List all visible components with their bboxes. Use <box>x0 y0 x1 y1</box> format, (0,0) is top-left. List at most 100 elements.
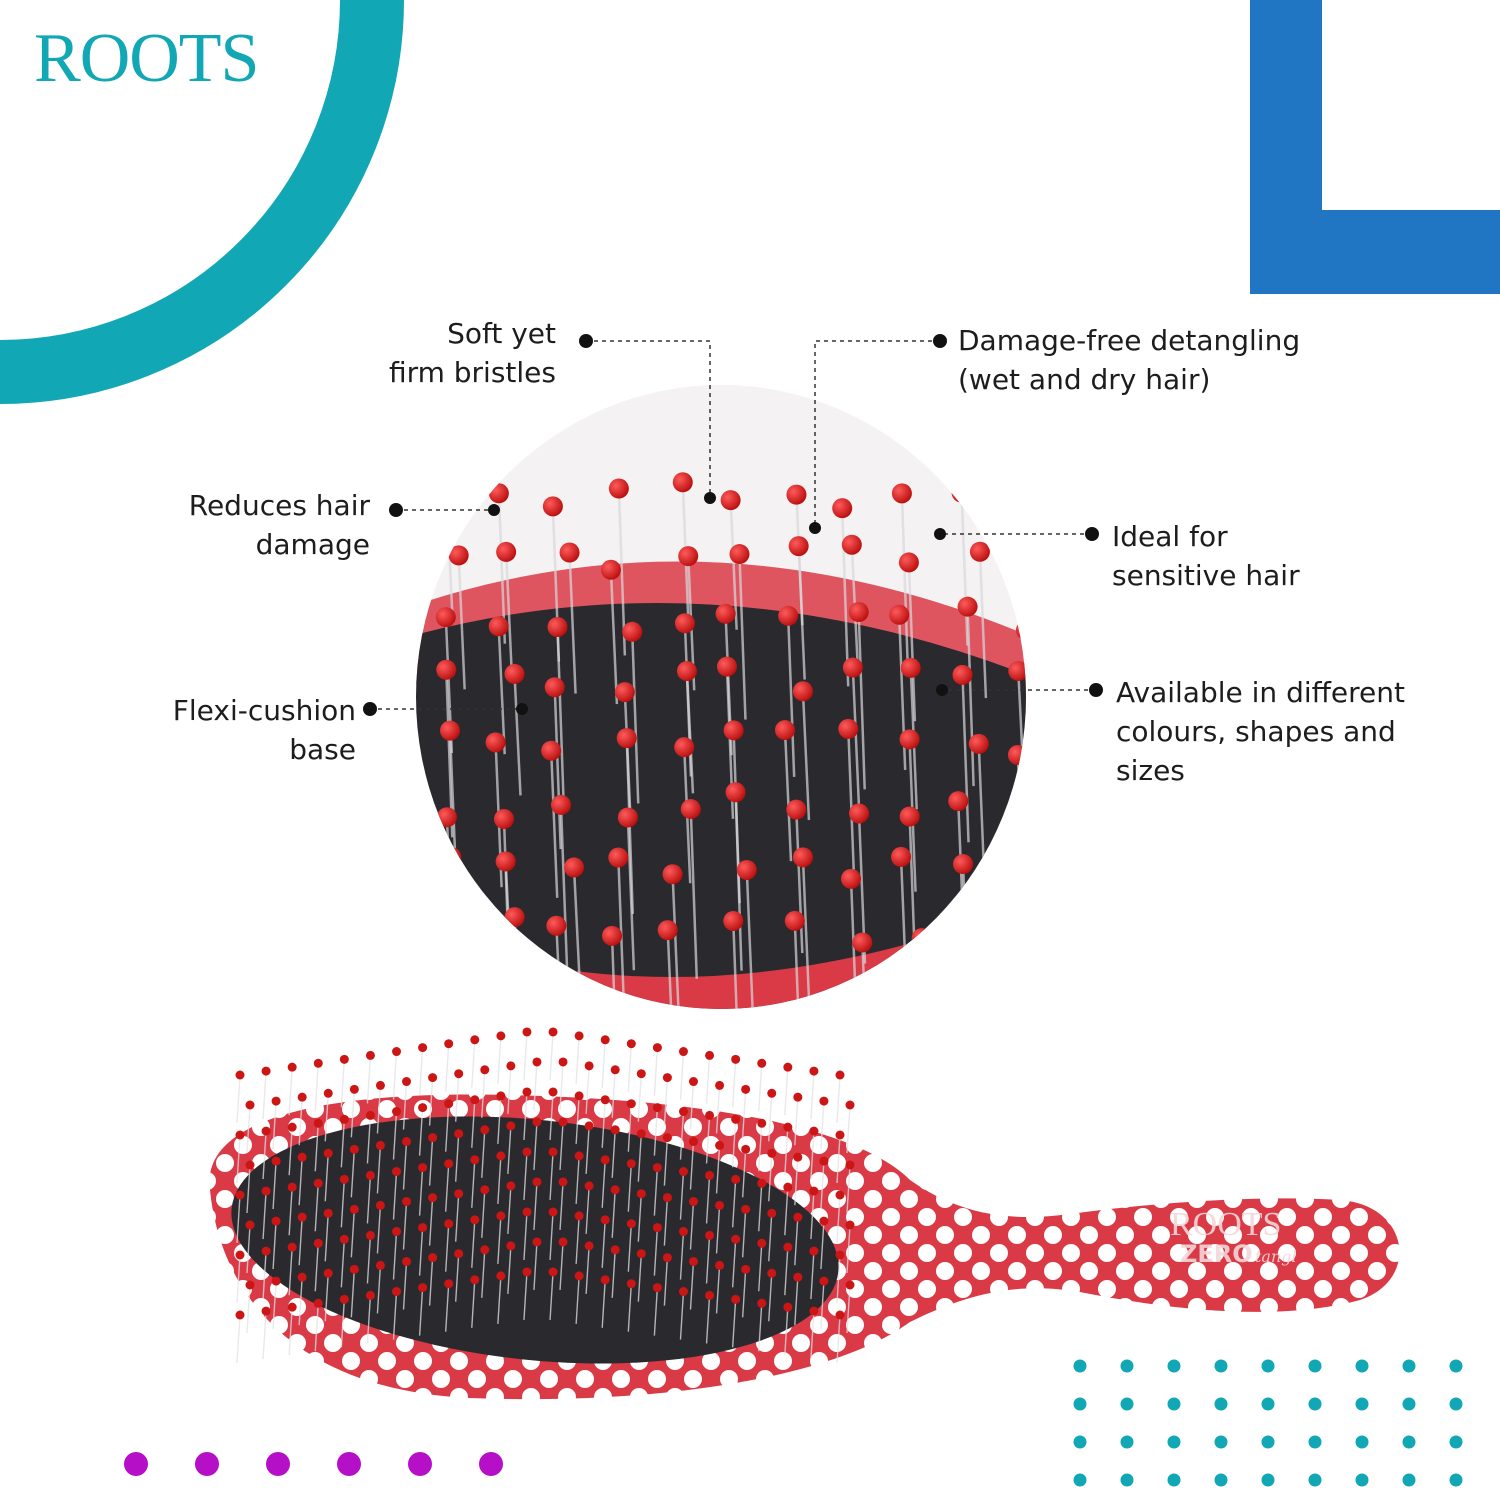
bristle-stem <box>627 1163 633 1212</box>
bristle-stem <box>784 1187 789 1236</box>
bristle-stem <box>731 1299 737 1348</box>
bristle-stem <box>966 606 975 787</box>
bristle-tip <box>757 1238 767 1248</box>
teal-dot <box>1120 1473 1134 1487</box>
bristle-tip <box>731 1234 741 1244</box>
teal-dot <box>1449 1359 1463 1373</box>
bristle-stem <box>523 1211 528 1261</box>
bristle-tip <box>715 1080 725 1090</box>
bristle-stem <box>298 1217 303 1266</box>
bristle-stem <box>549 1211 554 1261</box>
bristle-tip <box>626 1099 636 1109</box>
bristle-tip <box>899 729 920 750</box>
bristle-tip <box>245 1160 255 1170</box>
bristle-tip <box>889 604 910 625</box>
polka-dot-hairbrush: ROOTS ZERO tangl <box>209 1027 1400 1400</box>
bristle-stem <box>497 1095 502 1144</box>
bristle-stem <box>810 1071 815 1120</box>
bristle-tip <box>470 1035 480 1045</box>
decorative-purple-dot-row <box>124 1452 503 1476</box>
bristle-tip <box>495 851 516 872</box>
bristle-stem <box>784 1067 789 1116</box>
bristle-stem <box>392 1231 398 1280</box>
bristle-stem <box>444 1043 450 1092</box>
bristle-tip <box>784 910 805 931</box>
bristle-tip <box>506 1121 516 1131</box>
bristle-tip <box>786 484 807 505</box>
bristle-tip <box>891 846 912 867</box>
bristle-stem <box>236 1194 241 1244</box>
bristle-stem <box>689 809 699 979</box>
bristle-stem <box>418 1287 424 1336</box>
bristle-tip <box>793 1152 803 1162</box>
bristle-tip <box>550 794 571 815</box>
bristle-stem <box>715 1145 721 1194</box>
bristle-stem <box>568 552 577 694</box>
bristle-tip <box>953 854 974 875</box>
bristle-stem <box>705 1235 711 1284</box>
bristle-stem <box>246 1224 251 1274</box>
bristle-stem <box>745 869 755 1009</box>
bristle-tip <box>574 1031 584 1041</box>
teal-dot <box>1402 1359 1416 1373</box>
bristle-tip <box>480 1185 490 1195</box>
bristle-stem <box>523 1271 528 1321</box>
bristle-stem <box>262 1251 267 1300</box>
bristle-tip <box>584 1181 594 1191</box>
teal-dot <box>1167 1397 1181 1411</box>
bristle-tip <box>608 847 629 868</box>
bristle-tip <box>705 1170 715 1180</box>
purple-dot <box>408 1452 432 1476</box>
bristle-stem <box>630 631 640 804</box>
teal-dot <box>1073 1397 1087 1411</box>
bristle-tip <box>574 1211 584 1221</box>
bristle-stem <box>366 1295 372 1344</box>
bristle-stem <box>601 1159 606 1208</box>
feature-line: sizes <box>1116 754 1185 787</box>
bristle-tip <box>652 1223 662 1233</box>
bristle-stem <box>861 942 870 1009</box>
bristle-stem <box>298 1097 303 1146</box>
teal-dot <box>1355 1435 1369 1449</box>
bristle-stem <box>585 1245 590 1294</box>
bristle-tip <box>600 1155 610 1165</box>
bristle-stem <box>497 626 506 755</box>
bristle-tip <box>841 534 862 555</box>
bristle-stem <box>549 1271 554 1321</box>
bristle-stem <box>572 867 582 990</box>
bristle-stem <box>768 1213 773 1262</box>
bristle-stem <box>663 1257 669 1306</box>
bristle-tip <box>496 1031 506 1041</box>
bristle-stem <box>732 920 741 1009</box>
bristle-tip <box>652 1043 662 1053</box>
bristle-stem <box>637 1073 643 1122</box>
bristle-stem <box>836 1314 841 1364</box>
bristle-tip <box>674 737 695 758</box>
bristle-tip <box>757 1058 767 1068</box>
bristle-tip <box>548 1087 558 1097</box>
bristle-stem <box>978 551 988 699</box>
bristle-tip <box>574 1091 584 1101</box>
bristle-tip <box>546 915 567 936</box>
bristle-stem <box>454 1253 460 1302</box>
feature-line: Soft yet <box>447 317 556 350</box>
bristle-tip <box>968 733 989 754</box>
bristle-stem <box>340 1059 346 1108</box>
bristle-stem <box>585 1065 590 1114</box>
bristle-stem <box>820 1221 825 1270</box>
bristle-stem <box>731 1059 737 1108</box>
bristle-stem <box>575 1035 580 1084</box>
bristle-stem <box>705 1295 711 1344</box>
teal-dot <box>1261 1397 1275 1411</box>
bristle-tip <box>1008 660 1026 681</box>
feature-available-variants: Available in different colours, shapes a… <box>1116 673 1405 790</box>
bristle-tip <box>271 1216 281 1226</box>
bristle-stem <box>454 1193 460 1242</box>
bristle-stem <box>679 1231 685 1280</box>
bristle-tip <box>428 1193 438 1203</box>
bristle-tip <box>323 1208 333 1218</box>
bristle-stem <box>471 1279 476 1328</box>
bristle-stem <box>444 1163 450 1212</box>
teal-dot <box>1214 1435 1228 1449</box>
bristle-tip <box>522 1087 532 1097</box>
